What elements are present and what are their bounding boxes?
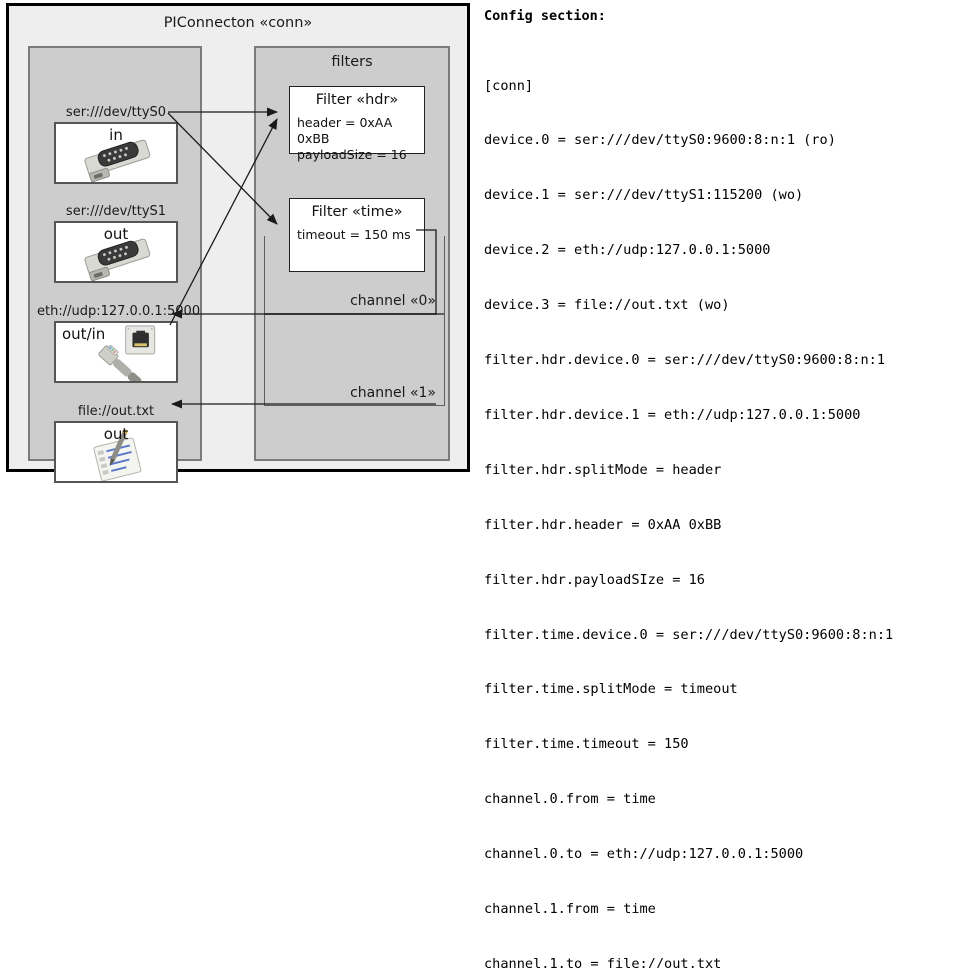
serial-port-icon <box>84 238 151 281</box>
device-card-file[interactable]: out <box>54 421 178 483</box>
device-label-ttys0: ser:///dev/ttyS0 <box>65 105 167 120</box>
config-heading: Config section: <box>484 8 606 24</box>
device-direction-eth: out/in <box>62 325 106 343</box>
config-line: filter.hdr.device.1 = eth://udp:127.0.0.… <box>484 406 861 423</box>
config-line: channel.1.to = file://out.txt <box>484 955 722 968</box>
device-direction-ttys1: out <box>103 225 129 243</box>
config-line: device.1 = ser:///dev/ttyS1:115200 (wo) <box>484 187 804 204</box>
config-line: filter.hdr.splitMode = header <box>484 461 722 478</box>
connection-diagram: PIConnecton «conn» ser:///dev/ttyS0 in <box>0 0 478 484</box>
device-direction-ttys0: in <box>109 126 123 144</box>
config-line: filter.hdr.device.0 = ser:///dev/ttyS0:9… <box>484 352 886 369</box>
config-line: filter.hdr.payloadSIze = 16 <box>484 571 705 588</box>
filter-title-hdr: Filter «hdr» <box>315 92 399 108</box>
config-line: device.3 = file://out.txt (wo) <box>484 297 730 314</box>
channel-region-1: channel «1» <box>264 314 445 406</box>
connector-container: PIConnecton «conn» ser:///dev/ttyS0 in <box>6 3 470 483</box>
config-line: device.0 = ser:///dev/ttyS0:9600:8:n:1 (… <box>484 132 836 149</box>
text-file-icon <box>93 428 142 481</box>
channel-label-0: channel «0» <box>350 293 436 309</box>
device-direction-file: out <box>103 425 129 443</box>
filter-box-hdr[interactable]: Filter «hdr» header = 0xAA 0xBB payloadS… <box>289 86 425 162</box>
device-entry-ttys1[interactable]: ser:///dev/ttyS1 out <box>54 203 178 283</box>
config-section: Config section: [conn] device.0 = ser://… <box>482 0 964 968</box>
channel-label-1: channel «1» <box>350 385 436 401</box>
ethernet-jack-icon <box>98 325 156 381</box>
device-card-ttys1[interactable]: out <box>54 221 178 283</box>
device-entry-ttys0[interactable]: ser:///dev/ttyS0 in <box>54 104 178 184</box>
device-card-ttys0[interactable]: in <box>54 122 178 184</box>
device-label-file: file://out.txt <box>77 404 155 419</box>
device-card-eth[interactable]: out/in <box>54 321 178 383</box>
filter-props-time: timeout = 150 ms <box>290 227 424 243</box>
config-line: filter.time.device.0 = ser:///dev/ttyS0:… <box>484 626 894 643</box>
config-line: filter.hdr.header = 0xAA 0xBB <box>484 516 722 533</box>
config-line: device.2 = eth://udp:127.0.0.1:5000 <box>484 242 771 259</box>
config-line: [conn] <box>484 77 534 94</box>
serial-port-icon <box>84 139 151 182</box>
config-line: channel.0.from = time <box>484 791 656 808</box>
device-entry-file[interactable]: file://out.txt out <box>54 403 178 483</box>
filter-prop: payloadSize = 16 <box>297 147 407 162</box>
device-label-eth: eth://udp:127.0.0.1:5000 <box>37 304 201 319</box>
config-lines: [conn] device.0 = ser:///dev/ttyS0:9600:… <box>484 40 964 968</box>
device-label-ttys1: ser:///dev/ttyS1 <box>65 204 167 219</box>
devices-panel: ser:///dev/ttyS0 in <box>28 46 202 483</box>
filters-panel-title: filters <box>331 54 373 70</box>
config-line: channel.0.to = eth://udp:127.0.0.1:5000 <box>484 846 804 863</box>
filter-prop: header = 0xAA 0xBB <box>297 115 393 146</box>
filter-title-time: Filter «time» <box>311 204 403 220</box>
filter-prop: timeout = 150 ms <box>297 227 411 242</box>
filter-box-time[interactable]: Filter «time» timeout = 150 ms <box>289 198 425 272</box>
config-line: filter.time.splitMode = timeout <box>484 681 738 698</box>
filter-props-hdr: header = 0xAA 0xBB payloadSize = 16 <box>290 115 424 163</box>
config-line: channel.1.from = time <box>484 900 656 917</box>
diagram-title: PIConnecton «conn» <box>163 15 313 31</box>
device-entry-eth[interactable]: eth://udp:127.0.0.1:5000 out/in <box>37 303 200 383</box>
config-line: filter.time.timeout = 150 <box>484 736 689 753</box>
